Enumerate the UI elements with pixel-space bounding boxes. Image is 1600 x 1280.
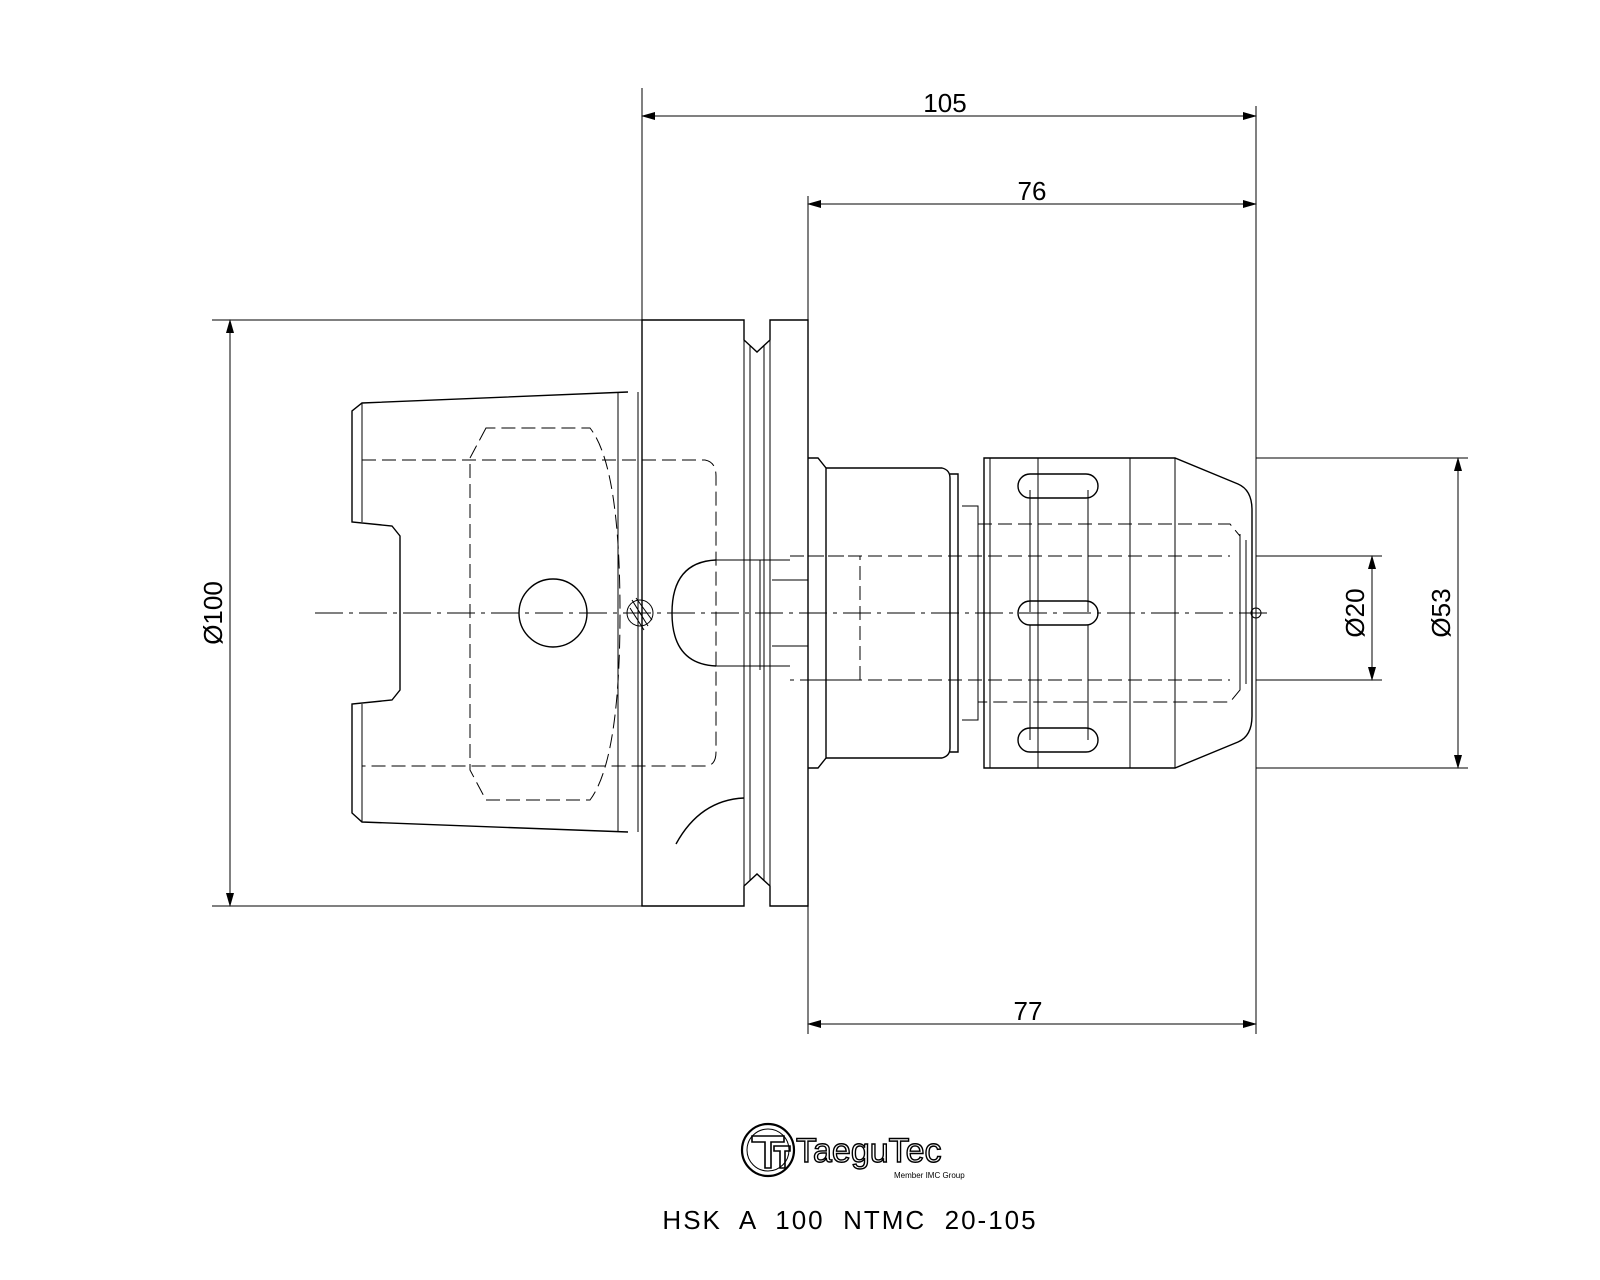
- dim-d20-label: Ø20: [1340, 588, 1370, 637]
- dim-d100-label: Ø100: [198, 581, 228, 645]
- holder-body: [671, 457, 1230, 769]
- hsk-taper-shank: [351, 391, 717, 833]
- taegutec-logo: TaeguTec Member IMC Group: [740, 1122, 965, 1180]
- drive-slot-hole: [518, 578, 588, 648]
- dim-77-label: 77: [1014, 996, 1043, 1026]
- coolant-screw: [626, 599, 654, 627]
- extension-lines: [212, 88, 1468, 1034]
- brand-tagline: Member IMC Group: [894, 1171, 965, 1180]
- part-code: HSK A 100 NTMC 20-105: [662, 1205, 1038, 1235]
- brand-name: TaeguTec: [796, 1132, 942, 1170]
- dim-d53-label: Ø53: [1426, 588, 1456, 637]
- dim-105-label: 105: [923, 88, 966, 118]
- clamping-nut: [950, 457, 1262, 769]
- dim-76-label: 76: [1018, 176, 1047, 206]
